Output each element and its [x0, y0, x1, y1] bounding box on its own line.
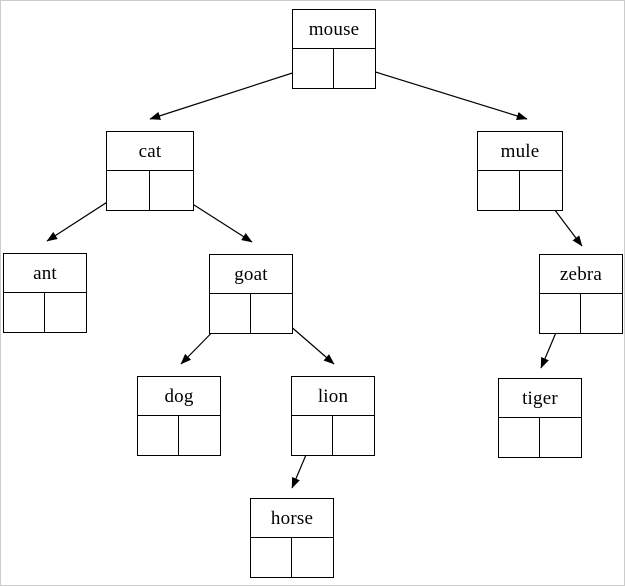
tree-node-zebra[interactable]: zebra [539, 254, 623, 334]
tree-node-label: mouse [293, 10, 375, 49]
pointer-cell-left[interactable] [540, 294, 581, 333]
pointer-cell-left[interactable] [138, 416, 179, 455]
tree-node-label: mule [478, 132, 562, 171]
tree-node-mouse[interactable]: mouse [292, 9, 376, 89]
tree-node-label: tiger [499, 379, 581, 418]
tree-node-ant[interactable]: ant [3, 253, 87, 333]
pointer-cell-left[interactable] [4, 293, 45, 332]
edge-mouse-left-to-cat [149, 66, 312, 120]
tree-node-pointer-cells [293, 49, 375, 88]
pointer-cell-left[interactable] [293, 49, 334, 88]
tree-node-pointer-cells [138, 416, 220, 455]
tree-node-pointer-cells [4, 293, 86, 332]
tree-node-pointer-cells [210, 294, 292, 333]
tree-node-label: zebra [540, 255, 622, 294]
pointer-cell-right[interactable] [581, 294, 622, 333]
pointer-cell-left[interactable] [292, 416, 333, 455]
pointer-cell-right[interactable] [292, 538, 333, 577]
tree-node-tiger[interactable]: tiger [498, 378, 582, 458]
pointer-cell-left[interactable] [251, 538, 292, 577]
tree-node-pointer-cells [499, 418, 581, 457]
pointer-cell-right[interactable] [251, 294, 292, 333]
pointer-cell-left[interactable] [210, 294, 251, 333]
pointer-cell-right[interactable] [150, 171, 193, 210]
tree-node-label: cat [107, 132, 193, 171]
pointer-cell-right[interactable] [520, 171, 562, 210]
tree-node-pointer-cells [251, 538, 333, 577]
pointer-cell-left[interactable] [478, 171, 520, 210]
tree-node-dog[interactable]: dog [137, 376, 221, 456]
tree-node-cat[interactable]: cat [106, 131, 194, 211]
pointer-cell-right[interactable] [540, 418, 581, 457]
tree-node-mule[interactable]: mule [477, 131, 563, 211]
tree-node-pointer-cells [292, 416, 374, 455]
tree-node-horse[interactable]: horse [250, 498, 334, 578]
tree-node-label: dog [138, 377, 220, 416]
tree-node-label: ant [4, 254, 86, 293]
tree-node-label: goat [210, 255, 292, 294]
pointer-cell-left[interactable] [107, 171, 150, 210]
tree-node-pointer-cells [107, 171, 193, 210]
pointer-cell-left[interactable] [499, 418, 540, 457]
tree-node-pointer-cells [478, 171, 562, 210]
pointer-cell-right[interactable] [334, 49, 375, 88]
pointer-cell-right[interactable] [179, 416, 220, 455]
tree-node-label: lion [292, 377, 374, 416]
edge-mouse-right-to-mule [355, 65, 528, 120]
tree-node-goat[interactable]: goat [209, 254, 293, 334]
pointer-cell-right[interactable] [45, 293, 86, 332]
tree-node-label: horse [251, 499, 333, 538]
pointer-cell-right[interactable] [333, 416, 374, 455]
tree-node-pointer-cells [540, 294, 622, 333]
tree-node-lion[interactable]: lion [291, 376, 375, 456]
